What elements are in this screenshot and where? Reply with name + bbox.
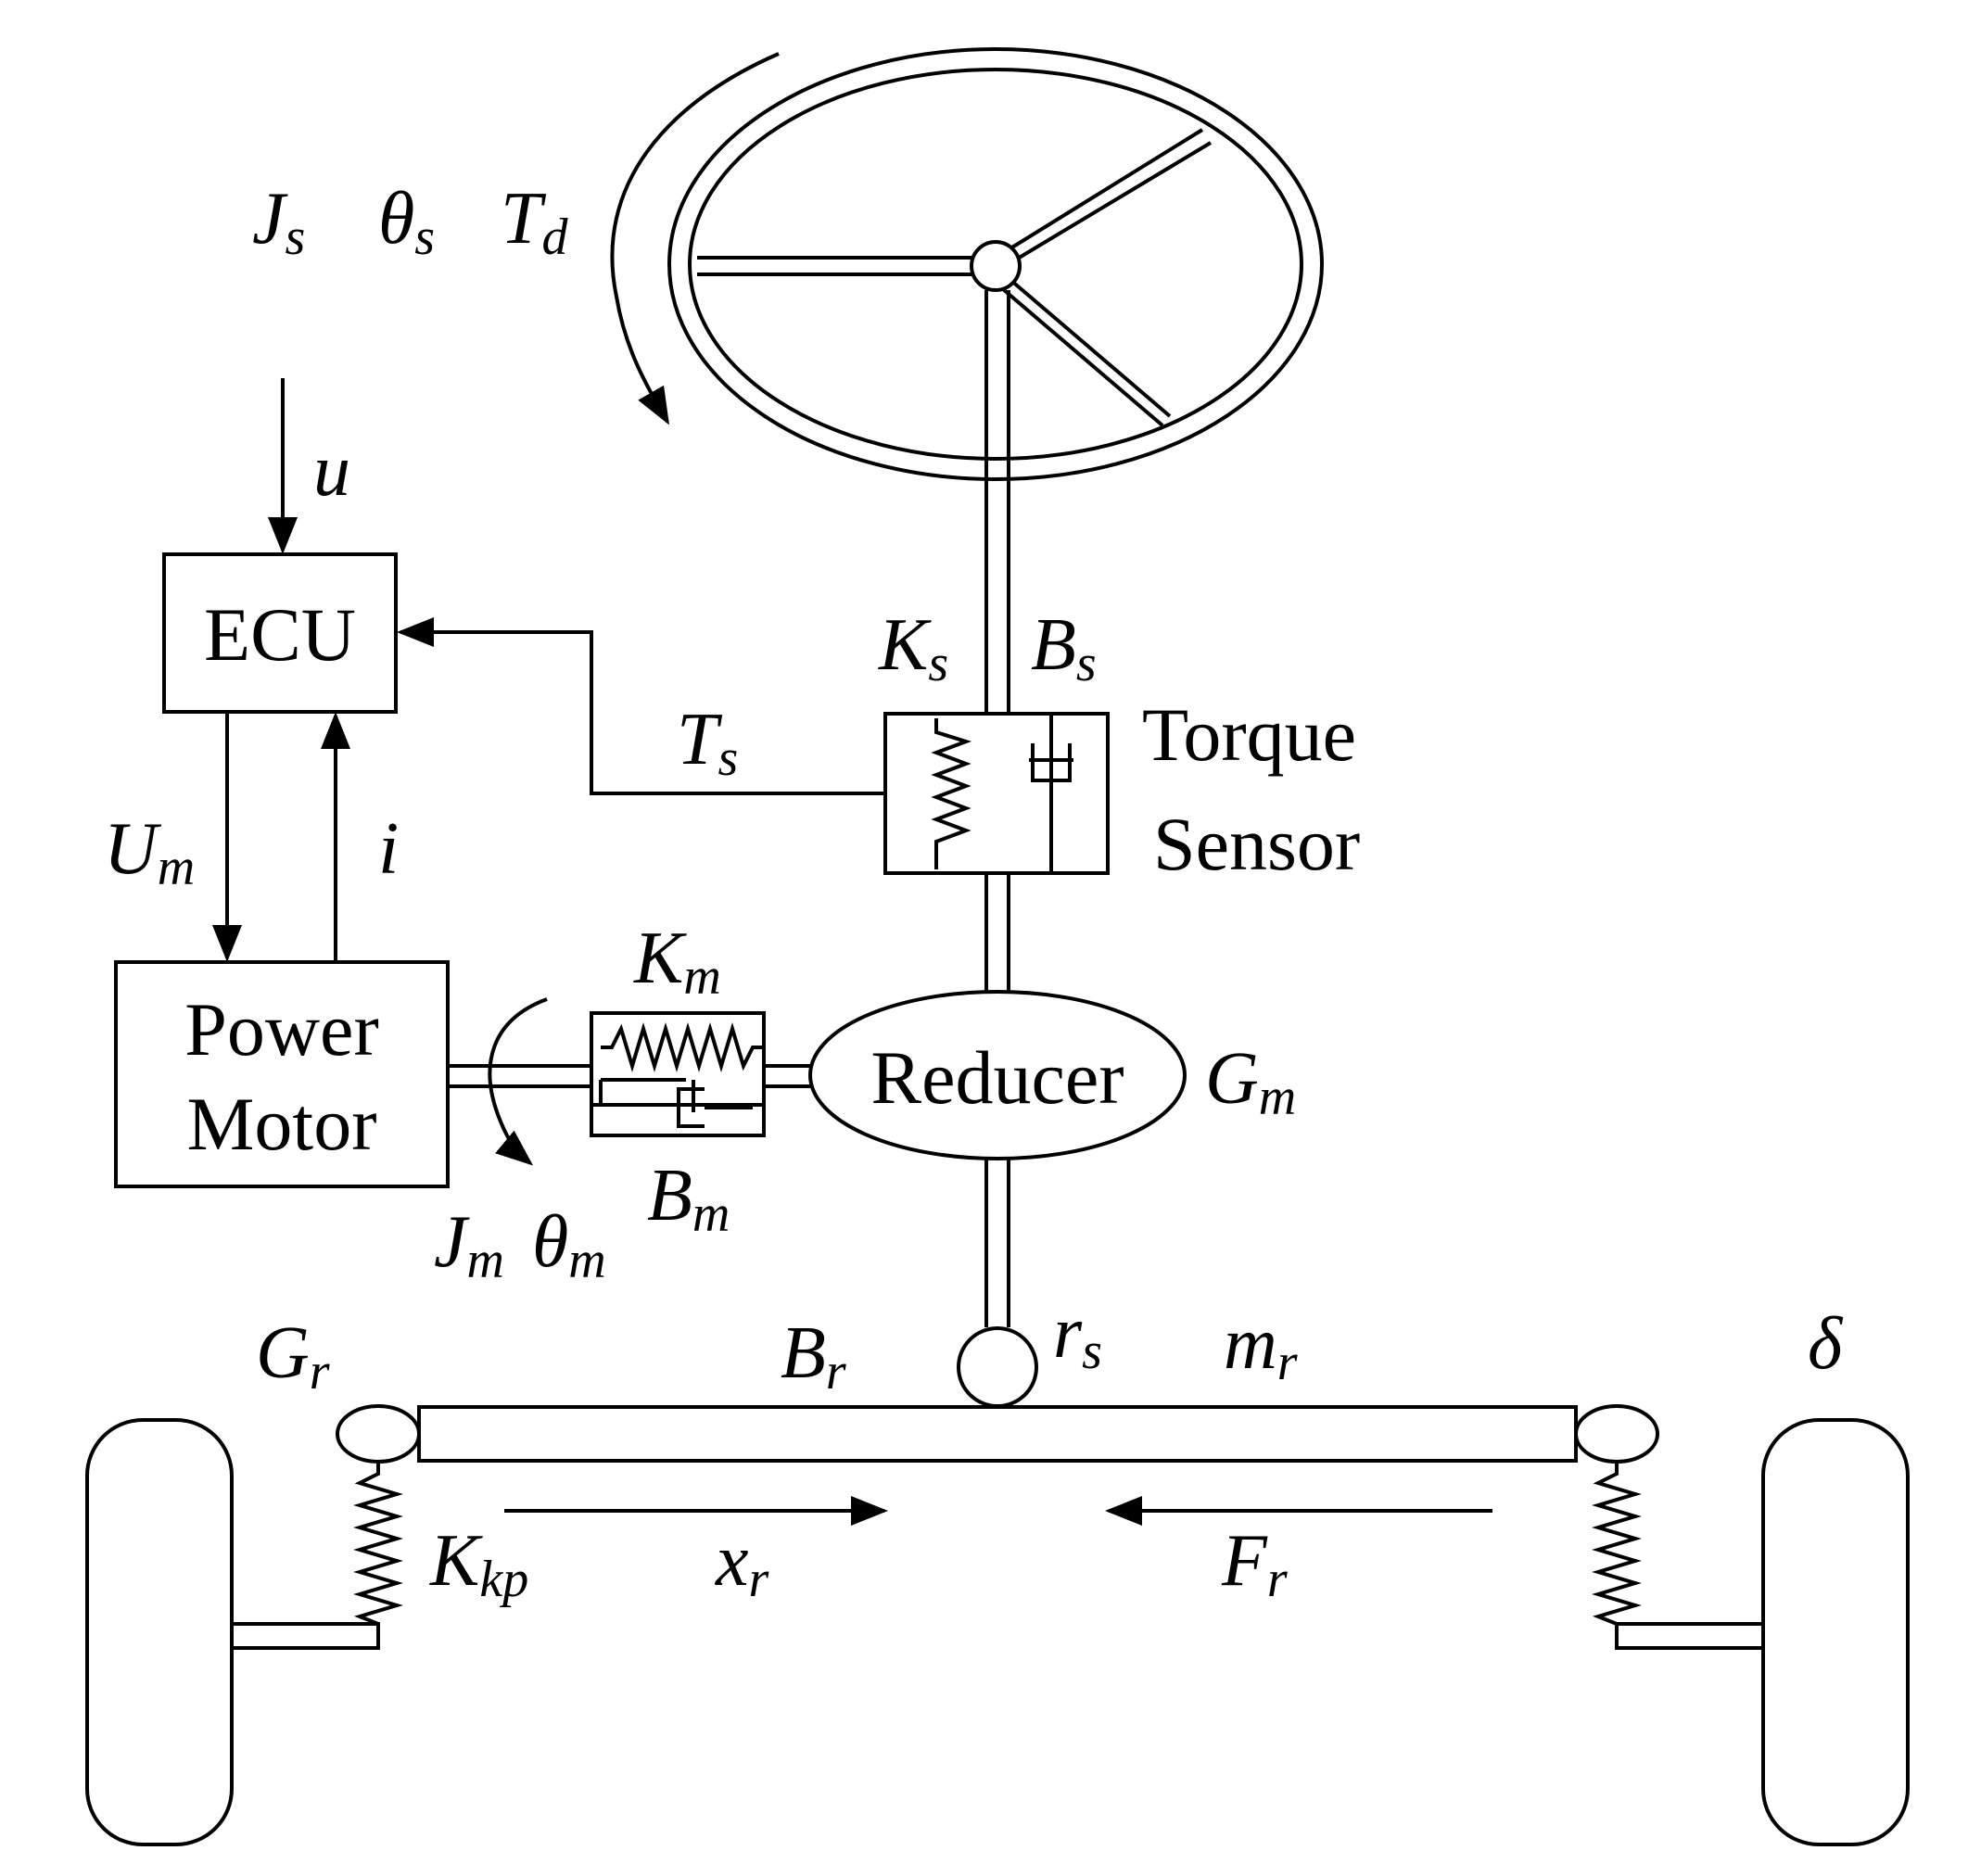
ecu-box: ECU — [162, 552, 398, 714]
sym-Br: Br — [781, 1312, 846, 1401]
left-joint — [336, 1404, 421, 1464]
right-spring — [1592, 1462, 1642, 1626]
left-spring — [353, 1462, 403, 1626]
right-joint — [1574, 1404, 1659, 1464]
right-wheel — [1761, 1418, 1910, 1846]
right-steering-arm — [1615, 1622, 1765, 1650]
sym-Ks: Ks — [878, 604, 948, 692]
rack — [417, 1405, 1578, 1463]
steering-wheel — [667, 47, 1324, 481]
sym-Km: Km — [633, 918, 721, 1006]
sym-Gr: Gr — [256, 1312, 330, 1401]
sym-thetas: θs — [378, 178, 435, 266]
power-motor-box: Power Motor — [114, 960, 450, 1188]
left-wheel — [85, 1418, 234, 1846]
sym-Um: Um — [104, 808, 195, 896]
sym-Gm: Gm — [1205, 1038, 1296, 1126]
motor-coupling-box — [590, 1011, 766, 1137]
sym-rs: rs — [1053, 1292, 1102, 1380]
power-motor-label-2: Motor — [187, 1082, 377, 1166]
sym-mr: mr — [1224, 1303, 1298, 1391]
sym-Kkp: Kkp — [429, 1520, 528, 1608]
sym-Ts: Ts — [677, 699, 738, 787]
motor-rotation-arrow — [488, 997, 548, 1166]
steering-column — [984, 290, 1010, 1327]
sym-Bs: Bs — [1031, 604, 1097, 692]
sym-Fr: Fr — [1221, 1520, 1288, 1608]
sym-Bm: Bm — [647, 1155, 730, 1243]
sym-thetam: θm — [532, 1201, 606, 1289]
sym-xr: xr — [715, 1520, 769, 1608]
torque-signal-line — [397, 617, 885, 795]
sym-i: i — [378, 808, 399, 890]
left-steering-arm — [230, 1622, 380, 1650]
steering-rotation-arrow — [610, 52, 780, 425]
torque-sensor-box — [883, 712, 1110, 875]
sym-Jm: Jm — [434, 1201, 504, 1289]
sym-delta: δ — [1808, 1303, 1844, 1385]
reducer: Reducer — [808, 990, 1187, 1160]
sym-Js: Js — [252, 178, 305, 266]
sym-Td: Td — [501, 178, 569, 266]
reducer-label: Reducer — [870, 1035, 1124, 1120]
pinion — [957, 1326, 1038, 1408]
ecu-label: ECU — [204, 592, 356, 677]
power-motor-label-1: Power — [184, 987, 379, 1071]
torque-sensor-label-2: Sensor — [1153, 802, 1360, 886]
sym-u: u — [313, 430, 350, 512]
torque-sensor-label-1: Torque — [1142, 692, 1356, 777]
